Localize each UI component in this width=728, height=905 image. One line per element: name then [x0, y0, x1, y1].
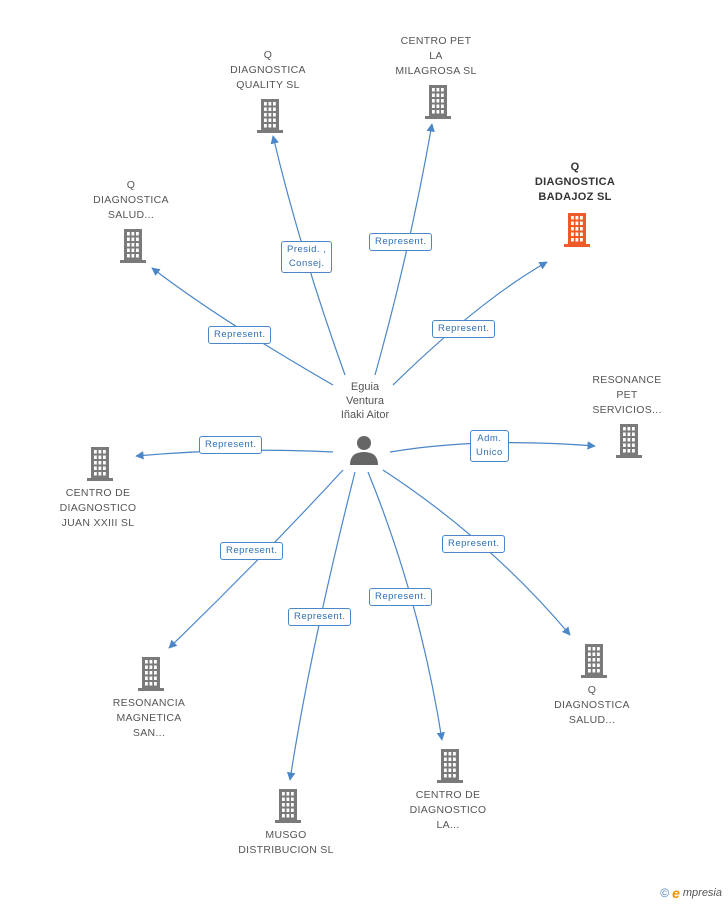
node-label-resonance-pet[interactable]: RESONANCE PET SERVICIOS...	[592, 374, 662, 416]
building-icon	[257, 99, 283, 133]
node-label-centro-pet-milagrosa[interactable]: CENTRO PET LA MILAGROSA SL	[395, 35, 477, 77]
center-person-name: Eguia Ventura Iñaki Aitor	[340, 381, 390, 421]
node-label-musgo-distribucion[interactable]: MUSGO DISTRIBUCION SL	[238, 829, 334, 856]
node-label-centro-diagnostico-la[interactable]: CENTRO DE DIAGNOSTICO LA...	[409, 789, 487, 831]
edge-label-q-diagnostica-badajoz[interactable]: Represent.	[432, 320, 496, 338]
edge-label-q-diagnostica-salud-2[interactable]: Represent.	[442, 535, 506, 553]
edge-to-musgo-distribucion	[286, 471, 356, 781]
building-icon	[138, 657, 164, 691]
node-label-q-diagnostica-salud-1[interactable]: Q DIAGNOSTICA SALUD...	[93, 179, 169, 221]
building-icon	[564, 213, 590, 247]
brand-name: mpresia	[682, 887, 722, 899]
building-icon	[581, 644, 607, 678]
edge-to-centro-diagnostico-la	[367, 471, 445, 741]
node-label-q-diagnostica-badajoz[interactable]: Q DIAGNOSTICA BADAJOZ SL	[534, 161, 616, 203]
edge-to-q-diagnostica-badajoz	[392, 261, 548, 386]
edge-label-centro-pet-milagrosa[interactable]: Represent.	[369, 233, 433, 251]
node-label-resonancia-magnetica[interactable]: RESONANCIA MAGNETICA SAN...	[112, 697, 186, 739]
building-icon	[120, 229, 146, 263]
copyright-symbol: ©	[660, 886, 670, 900]
node-label-q-diagnostica-quality[interactable]: Q DIAGNOSTICA QUALITY SL	[230, 49, 306, 91]
edge-label-musgo-distribucion[interactable]: Represent.	[288, 608, 352, 626]
node-label-q-diagnostica-salud-2[interactable]: Q DIAGNOSTICA SALUD...	[554, 684, 630, 726]
edge-label-resonancia-magnetica[interactable]: Represent.	[220, 542, 284, 560]
building-icon	[425, 85, 451, 119]
edge-label-centro-diagnostico-la[interactable]: Represent.	[369, 588, 433, 606]
building-icon	[437, 749, 463, 783]
building-icon	[87, 447, 113, 481]
person-icon	[350, 436, 378, 465]
edge-label-q-diagnostica-quality[interactable]: Presid. , Consej.	[281, 241, 333, 273]
node-label-centro-juan-xxiii[interactable]: CENTRO DE DIAGNOSTICO JUAN XXIII SL	[59, 487, 137, 529]
edge-label-resonance-pet[interactable]: Adm. Unico	[470, 430, 509, 462]
building-icon	[275, 789, 301, 823]
brand-initial: e	[672, 885, 680, 901]
edge-label-centro-juan-xxiii[interactable]: Represent.	[199, 436, 263, 454]
edge-label-q-diagnostica-salud-1[interactable]: Represent.	[208, 326, 272, 344]
edge-to-q-diagnostica-salud-1	[151, 267, 334, 386]
building-icon	[616, 424, 642, 458]
